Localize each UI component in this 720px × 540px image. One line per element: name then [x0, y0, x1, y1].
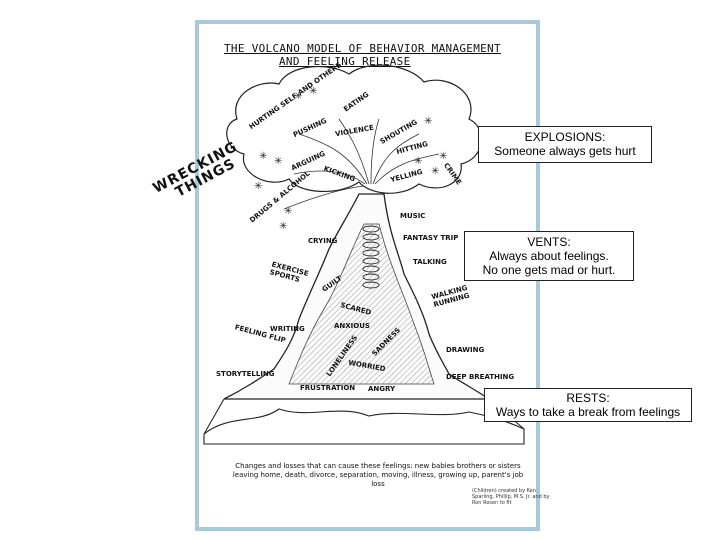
svg-text:✳: ✳ [309, 86, 317, 97]
volcano-illustration: ✳✳✳ ✳✳✳ ✳✳✳ ✳✳ [203, 64, 525, 445]
vents-callout-line1: Always about feelings. [489, 249, 609, 263]
feeling-label: ANXIOUS [334, 322, 370, 330]
rests-callout: RESTS: Ways to take a break from feeling… [484, 388, 692, 422]
svg-text:✳: ✳ [294, 91, 302, 102]
vents-callout-line2: No one gets mad or hurt. [482, 263, 616, 277]
svg-text:✳: ✳ [254, 181, 262, 192]
vent-label: MUSIC [400, 212, 426, 220]
vents-callout: VENTS: Always about feelings. No one get… [464, 231, 634, 281]
svg-text:✳: ✳ [424, 116, 432, 127]
explosions-callout-title: EXPLOSIONS: [524, 130, 606, 144]
feeling-label: FRUSTRATION [300, 384, 356, 392]
vent-label: DEEP BREATHING [446, 373, 515, 381]
explosions-callout-text: Someone always gets hurt [494, 144, 636, 158]
vent-label: CRYING [308, 237, 338, 245]
vent-label: DRAWING [446, 346, 485, 354]
causes-text: Changes and losses that can cause these … [232, 462, 524, 488]
vent-label: FANTASY TRIP [403, 234, 459, 242]
rests-callout-title: RESTS: [566, 391, 610, 405]
svg-text:✳: ✳ [439, 151, 447, 162]
svg-text:✳: ✳ [284, 206, 292, 217]
feeling-label: ANGRY [368, 385, 396, 393]
vent-label: WRITING [270, 325, 305, 333]
explosions-callout: EXPLOSIONS: Someone always gets hurt [478, 126, 652, 163]
vent-label: STORYTELLING [216, 370, 275, 378]
svg-text:✳: ✳ [274, 156, 282, 167]
diagram-title-line1: THE VOLCANO MODEL OF BEHAVIOR MANAGEMENT [224, 42, 501, 55]
svg-text:✳: ✳ [414, 156, 422, 167]
rests-callout-text: Ways to take a break from feelings [495, 405, 681, 419]
vents-callout-title: VENTS: [527, 235, 571, 249]
svg-text:✳: ✳ [279, 221, 287, 232]
vent-label: TALKING [413, 258, 447, 266]
svg-text:✳: ✳ [431, 166, 439, 177]
credit-text: (Children) created by Ken Sparling, Phil… [472, 488, 550, 506]
svg-text:✳: ✳ [259, 151, 267, 162]
